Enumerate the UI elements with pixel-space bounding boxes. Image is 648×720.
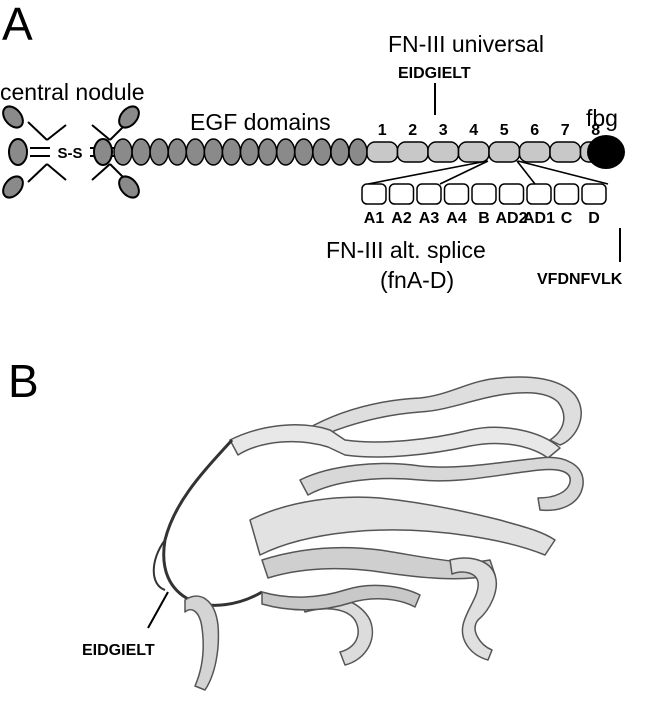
fn3-domain	[457, 141, 490, 163]
alt-splice-domains	[361, 183, 607, 205]
fn3-domain-number: 2	[408, 122, 417, 139]
egf-domain	[257, 138, 278, 166]
egf-domain	[239, 138, 260, 166]
fn3-domain-number: 4	[469, 122, 478, 139]
panel-a-letter: A	[2, 0, 33, 50]
fn3-domain-number: 3	[439, 122, 448, 139]
egf-domain	[294, 138, 314, 166]
central-nodule	[2, 105, 140, 199]
nodule-globule	[2, 105, 24, 129]
alt-splice-domain-label: D	[588, 210, 600, 227]
egf-domain	[348, 138, 368, 166]
fn3-domain-number: 6	[530, 122, 539, 139]
ss-bg	[50, 143, 90, 161]
egf-domain	[221, 138, 242, 166]
nodule-globule	[118, 175, 140, 199]
alt-splice-domain	[361, 183, 387, 205]
egf-domains	[113, 138, 368, 166]
alt-splice-domain-label: A3	[419, 210, 440, 227]
fn3-domain	[518, 141, 551, 163]
b-motif-label: EIDGIELT	[82, 642, 155, 659]
splice-expansion-lines	[367, 160, 609, 185]
panel-b-letter: B	[8, 355, 39, 407]
fn3-domain	[488, 141, 521, 163]
central-nodule-label: central nodule	[0, 79, 145, 105]
nodule-globule	[93, 138, 113, 166]
alt-splice-domain-label: AD2	[495, 210, 527, 227]
nodule-globule	[8, 138, 28, 166]
alt-splice-domain	[581, 183, 607, 205]
alt-splice-domain-label: A2	[391, 210, 412, 227]
alt-splice-domain-label: C	[561, 210, 573, 227]
nodule-globule	[118, 105, 140, 129]
fn-universal-motif: EIDGIELT	[398, 65, 471, 82]
alt-splice-domain-label: B	[478, 210, 490, 227]
alt-splice-domain	[388, 183, 415, 205]
egf-domain	[185, 138, 206, 166]
fn3-domain-number: 7	[561, 122, 570, 139]
alt-splice-label: FN-III alt. splice	[326, 237, 486, 263]
egf-label: EGF domains	[190, 109, 331, 135]
alt-splice-domain-label: A4	[446, 210, 467, 227]
fbg-label: fbg	[586, 105, 618, 131]
egf-domain	[330, 138, 350, 166]
egf-domain	[203, 138, 224, 166]
disulfide-label: S-S	[57, 145, 82, 162]
fn3-domain	[366, 141, 399, 163]
fn-universal-label: FN-III universal	[388, 31, 544, 57]
egf-domain	[167, 138, 187, 166]
fn3-domain-numbers: 1 2 3 4 5 6 7 8	[378, 122, 601, 139]
fn3-domain-number: 8	[591, 122, 600, 139]
alt-splice-domain	[443, 183, 470, 205]
fn3-ribbon-structure	[152, 376, 584, 691]
nodule-globule	[2, 175, 24, 199]
fn3-domain	[549, 141, 582, 163]
fn3-domain-number: 5	[500, 122, 509, 139]
egf-domain	[312, 138, 332, 166]
egf-domain	[131, 138, 151, 166]
b-motif-pointer-line	[147, 591, 169, 629]
alt-splice-domain-label: AD1	[523, 210, 555, 227]
alt-splice-domain	[526, 183, 552, 205]
alt-splice-label-sub: (fnA-D)	[380, 267, 454, 293]
egf-domain	[275, 138, 296, 166]
fn3-domain	[427, 141, 460, 163]
alt-splice-domain-label: A1	[364, 210, 385, 227]
egf-domain	[149, 138, 169, 166]
alt-splice-domain	[416, 183, 442, 205]
egf-domain	[113, 138, 133, 166]
fn3-domains	[366, 141, 612, 163]
alt-splice-domain	[498, 183, 525, 205]
fn3-domain-number: 1	[378, 122, 387, 139]
fn3-domain	[396, 141, 429, 163]
alt-splice-domain	[553, 183, 580, 205]
d-motif: VFDNFVLK	[537, 271, 623, 288]
fbg-domain	[587, 135, 625, 169]
alt-splice-domain	[471, 183, 497, 205]
